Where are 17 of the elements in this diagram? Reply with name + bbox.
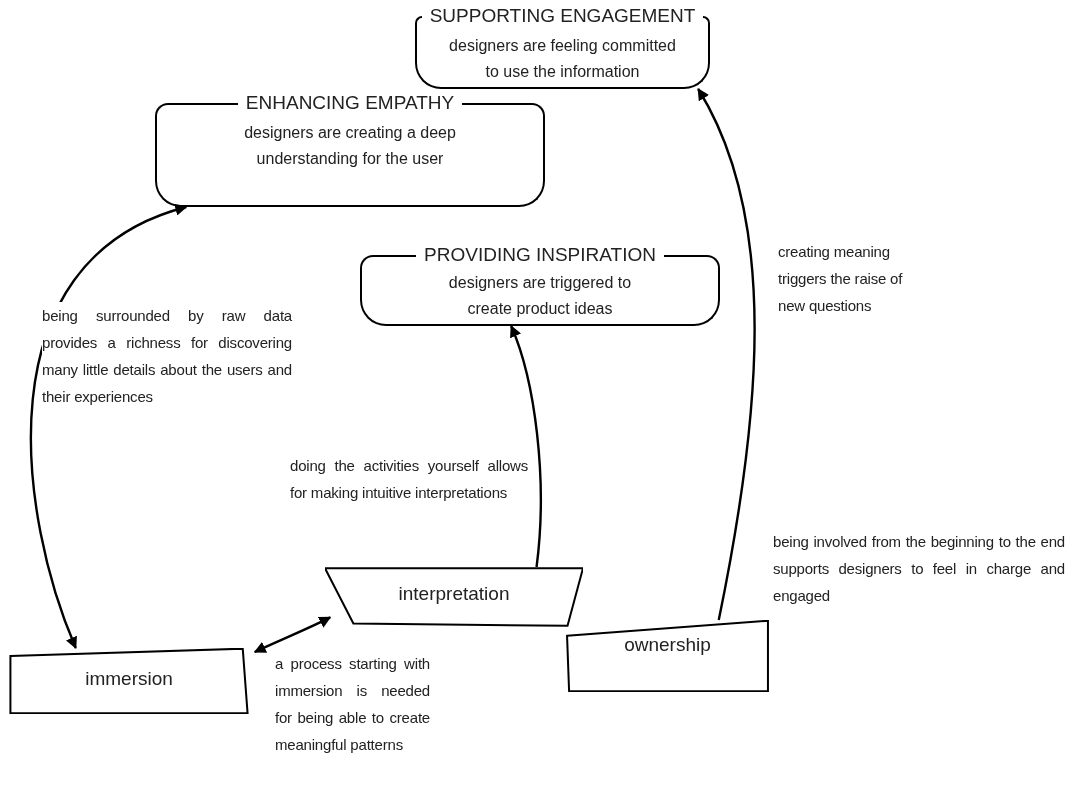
- annotation-text: creating meaning triggers the raise of new questions: [778, 242, 904, 316]
- box-label: ownership: [624, 634, 711, 655]
- process-box: [565, 620, 770, 692]
- bubble-text: designers are feeling committed to use the information: [448, 36, 677, 82]
- process-box: [325, 567, 583, 627]
- bubble-heading: PROVIDING INSPIRATION: [423, 243, 657, 267]
- box-label: immersion: [85, 668, 173, 689]
- box-label: interpretation: [398, 583, 510, 604]
- double-headed-arrow: [29, 205, 188, 650]
- double-headed-arrow: [253, 616, 332, 654]
- bubble-heading: SUPPORTING ENGAGEMENT: [428, 4, 697, 28]
- curved-arrow: [697, 87, 756, 621]
- curved-arrow: [509, 324, 542, 568]
- bubble-text: designers are triggered to create product ideas: [447, 273, 633, 319]
- bubble-heading: ENHANCING EMPATHY: [244, 91, 456, 115]
- process-box: [8, 648, 250, 714]
- bubble-text: designers are creating a deep understanding for the user: [243, 123, 457, 169]
